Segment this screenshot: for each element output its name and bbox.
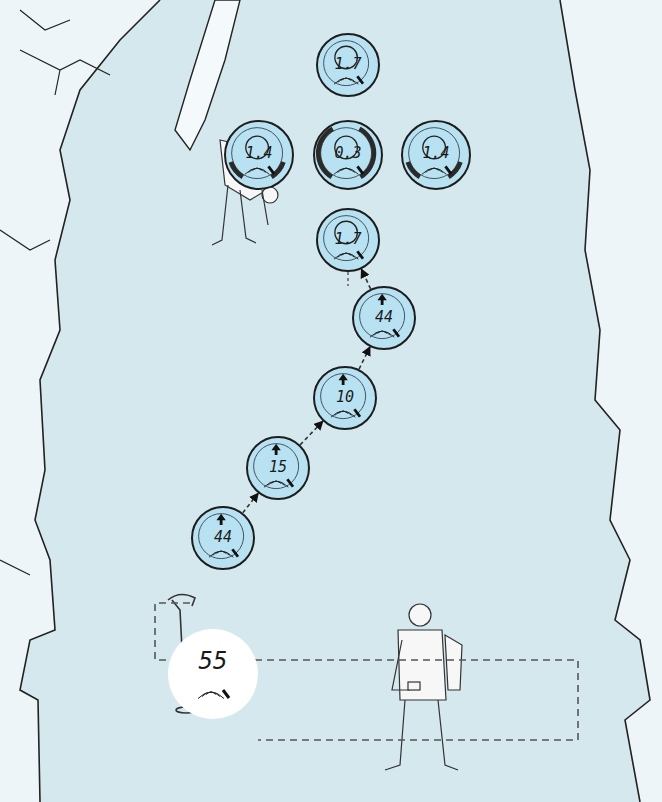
probe-mark [445,166,451,174]
signal-bar [406,161,421,179]
display-reading: 1.4 [226,146,292,161]
signal-wave [334,168,359,174]
display-circle: 44 [352,286,416,350]
handheld-pinpointer [408,682,420,690]
signal-wave [268,481,285,485]
display-circle: 0.3 [313,120,383,190]
display-circle: 1.7 [316,208,380,272]
display-reading: 1.7 [318,57,378,72]
signal-bar [316,127,334,179]
signal-wave [198,692,224,699]
signal-wave [249,168,266,172]
probe-mark [393,329,399,337]
display-circle: 44 [191,506,255,570]
person-arm [392,640,410,690]
detector-icon [334,166,363,174]
signal-wave [209,551,233,557]
cave-wall-left [20,0,160,802]
detector-icon [422,166,451,174]
display-circle: 15 [246,436,310,500]
signal-wave [338,253,355,257]
standing-person [385,604,462,770]
signal-wave [213,551,230,555]
direction-arrow [377,294,386,305]
probe-mark [232,549,238,557]
display-reading: 44 [193,530,253,545]
display-decoration [168,629,258,719]
signal-bar [229,161,244,179]
detector-icon [198,690,229,699]
detector-handle [168,594,195,606]
path-connector [243,493,258,513]
person-legs [385,700,458,770]
signal-wave [331,411,355,417]
probe-mark [223,690,229,698]
search-area-outline [155,603,578,740]
display-reading: 44 [354,310,414,325]
display-reading: 0.3 [315,146,381,161]
signal-wave [426,168,443,172]
person-legs [212,185,256,245]
detector-icon [264,479,293,487]
direction-arrow [271,444,280,455]
signal-wave [202,692,220,697]
display-circle: 1.7 [316,33,380,97]
probe-mark [357,76,363,84]
signal-wave [245,168,270,174]
direction-arrow [216,514,225,525]
detector-icon [370,329,399,337]
rock-vein [175,0,240,150]
display-circle: 1.4 [401,120,471,190]
signal-wave [264,481,288,487]
rock-crack [0,230,50,575]
detector-icon [245,166,274,174]
display-reading: 10 [315,390,375,405]
display-reading: 1.7 [318,232,378,247]
rock-crack [20,10,110,95]
signal-wave [422,168,447,174]
signal-wave [334,253,358,259]
display-reading: 55 [168,649,258,673]
person-arm [262,190,268,225]
signal-wave [338,78,355,82]
signal-wave [335,411,352,415]
display-reading: 1.4 [403,146,469,161]
detector-icon [334,251,363,259]
cave-floor [20,0,650,802]
path-connector [359,347,370,369]
path-connector [300,421,323,445]
signal-wave [374,331,391,335]
leader-line [347,272,348,286]
path-connector [361,269,370,289]
cave-wall-right [560,0,650,802]
probe-mark [357,251,363,259]
signal-wave [370,331,394,337]
display-reading: 15 [248,460,308,475]
probe-mark [354,409,360,417]
detector-icon [331,409,360,417]
direction-arrow [338,374,347,385]
probe-mark [268,166,274,174]
detector-icon [334,76,363,84]
display-circle: 1.4 [224,120,294,190]
probe-mark [357,166,363,174]
signal-wave [338,168,355,172]
person-backpack [445,635,462,690]
reading-bubble: 55 [168,629,258,719]
person-head [409,604,431,626]
display-circle: 10 [313,366,377,430]
probe-mark [287,479,293,487]
detector-icon [209,549,238,557]
signal-wave [334,78,358,84]
